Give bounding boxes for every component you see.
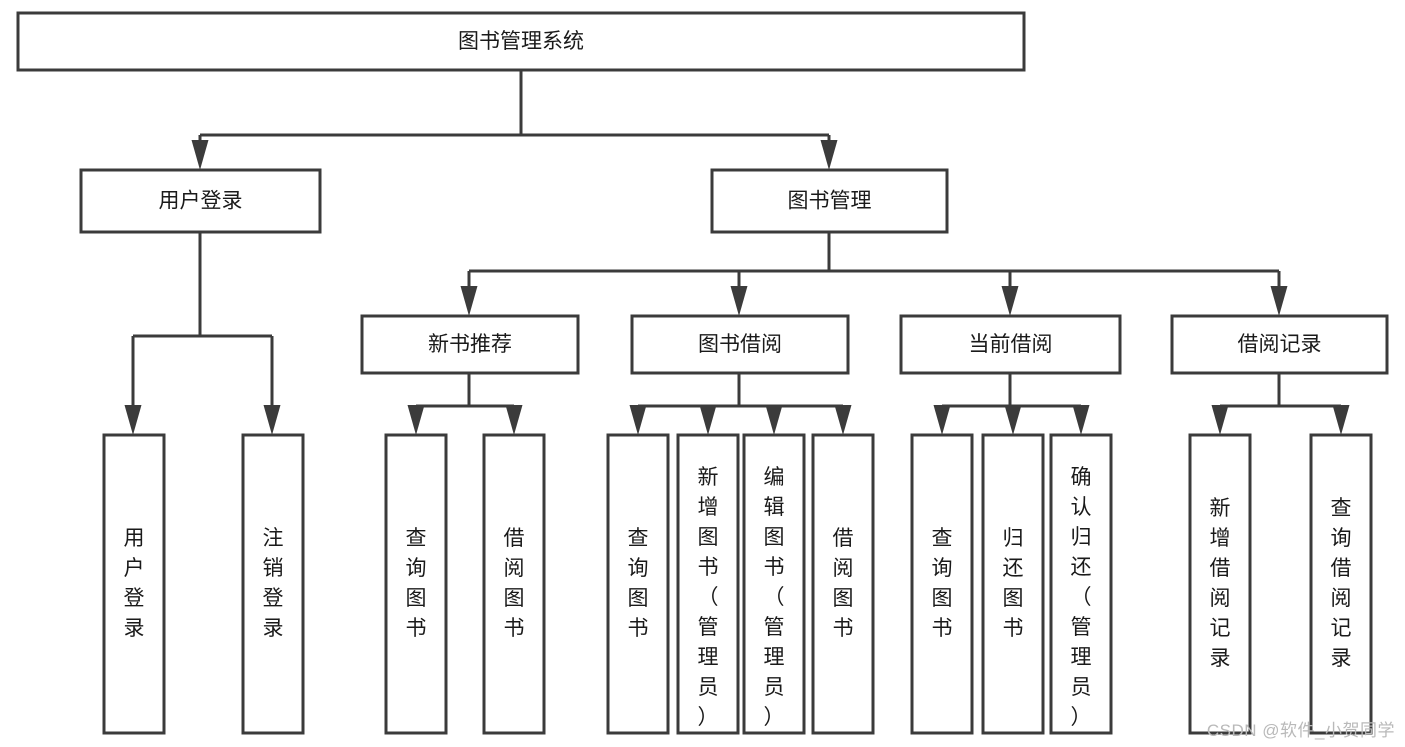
- node-level3-2-label: 当前借阅: [969, 333, 1053, 356]
- node-leaf-12[interactable]: 查询借阅记录: [1309, 433, 1373, 735]
- node-level2-1-box[interactable]: [710, 168, 949, 234]
- node-level2-0[interactable]: 用户登录: [79, 168, 322, 234]
- manage-drop-3-arrowhead: [1270, 286, 1288, 316]
- node-leaf-4[interactable]: 查询图书: [606, 433, 670, 735]
- group-3-drop-1-arrowhead: [1332, 405, 1350, 435]
- connector-layer: [124, 70, 1350, 435]
- node-level3-2[interactable]: 当前借阅: [899, 314, 1122, 375]
- node-level3-0-label: 新书推荐: [428, 333, 512, 356]
- node-leaf-0[interactable]: 用户登录: [102, 433, 166, 735]
- node-layer: 图书管理系统用户登录图书管理新书推荐图书借阅当前借阅借阅记录用户登录注销登录查询…: [16, 11, 1389, 735]
- node-leaf-6-label: 编辑图书（管理员）: [764, 466, 785, 729]
- node-leaf-1-label: 注销登录: [263, 527, 284, 640]
- root-drop-0-arrowhead: [191, 140, 209, 170]
- node-level2-0-label: 用户登录: [159, 190, 243, 213]
- node-leaf-4-label: 查询图书: [628, 527, 649, 640]
- node-leaf-5[interactable]: 新增图书（管理员）: [676, 433, 740, 735]
- group-0-drop-1-arrowhead: [505, 405, 523, 435]
- login-drop-0-arrowhead: [124, 405, 142, 435]
- node-level2-1-label: 图书管理: [788, 190, 872, 213]
- node-leaf-0-box[interactable]: [102, 433, 166, 735]
- node-level3-0[interactable]: 新书推荐: [360, 314, 580, 375]
- node-level3-1-box[interactable]: [630, 314, 850, 375]
- node-level3-1[interactable]: 图书借阅: [630, 314, 850, 375]
- group-1-drop-3-arrowhead: [834, 405, 852, 435]
- node-root[interactable]: 图书管理系统: [16, 11, 1026, 72]
- node-leaf-3-box[interactable]: [482, 433, 546, 735]
- node-leaf-7-label: 借阅图书: [833, 527, 854, 640]
- node-root-label: 图书管理系统: [458, 30, 584, 53]
- node-leaf-10-box[interactable]: [1049, 433, 1113, 735]
- group-2-drop-0-arrowhead: [933, 405, 951, 435]
- node-leaf-4-box[interactable]: [606, 433, 670, 735]
- node-level3-3-label: 借阅记录: [1238, 333, 1322, 356]
- node-leaf-12-box[interactable]: [1309, 433, 1373, 735]
- node-leaf-0-label: 用户登录: [124, 527, 145, 640]
- node-level3-0-box[interactable]: [360, 314, 580, 375]
- node-leaf-12-label: 查询借阅记录: [1331, 497, 1352, 670]
- node-leaf-10-label: 确认归还（管理员）: [1071, 466, 1092, 729]
- root-drop-1-arrowhead: [820, 140, 838, 170]
- node-leaf-3[interactable]: 借阅图书: [482, 433, 546, 735]
- node-root-box[interactable]: [16, 11, 1026, 72]
- group-0-drop-0-arrowhead: [407, 405, 425, 435]
- group-1-drop-2-arrowhead: [765, 405, 783, 435]
- group-2-drop-1-arrowhead: [1004, 405, 1022, 435]
- node-leaf-1-box[interactable]: [241, 433, 305, 735]
- node-level2-1[interactable]: 图书管理: [710, 168, 949, 234]
- node-leaf-8-box[interactable]: [910, 433, 974, 735]
- node-leaf-6-box[interactable]: [742, 433, 806, 735]
- node-leaf-11-label: 新增借阅记录: [1210, 497, 1231, 670]
- node-level2-0-box[interactable]: [79, 168, 322, 234]
- node-leaf-10[interactable]: 确认归还（管理员）: [1049, 433, 1113, 735]
- node-leaf-11[interactable]: 新增借阅记录: [1188, 433, 1252, 735]
- node-level3-2-box[interactable]: [899, 314, 1122, 375]
- node-leaf-5-label: 新增图书（管理员）: [698, 466, 719, 729]
- node-leaf-7-box[interactable]: [811, 433, 875, 735]
- node-leaf-3-label: 借阅图书: [504, 527, 525, 640]
- node-leaf-2[interactable]: 查询图书: [384, 433, 448, 735]
- node-leaf-2-box[interactable]: [384, 433, 448, 735]
- node-leaf-7[interactable]: 借阅图书: [811, 433, 875, 735]
- node-leaf-1[interactable]: 注销登录: [241, 433, 305, 735]
- group-3-drop-0-arrowhead: [1211, 405, 1229, 435]
- manage-drop-2-arrowhead: [1001, 286, 1019, 316]
- group-1-drop-0-arrowhead: [629, 405, 647, 435]
- node-level3-3[interactable]: 借阅记录: [1170, 314, 1389, 375]
- group-1-drop-1-arrowhead: [699, 405, 717, 435]
- node-leaf-2-label: 查询图书: [406, 527, 427, 640]
- manage-drop-0-arrowhead: [460, 286, 478, 316]
- node-leaf-9-label: 归还图书: [1003, 527, 1024, 640]
- node-leaf-8[interactable]: 查询图书: [910, 433, 974, 735]
- node-leaf-6[interactable]: 编辑图书（管理员）: [742, 433, 806, 735]
- node-leaf-5-box[interactable]: [676, 433, 740, 735]
- node-leaf-9-box[interactable]: [981, 433, 1045, 735]
- node-leaf-8-label: 查询图书: [932, 527, 953, 640]
- node-leaf-9[interactable]: 归还图书: [981, 433, 1045, 735]
- node-level3-3-box[interactable]: [1170, 314, 1389, 375]
- group-2-drop-2-arrowhead: [1072, 405, 1090, 435]
- node-level3-1-label: 图书借阅: [698, 333, 782, 356]
- login-drop-1-arrowhead: [263, 405, 281, 435]
- manage-drop-1-arrowhead: [730, 286, 748, 316]
- node-leaf-11-box[interactable]: [1188, 433, 1252, 735]
